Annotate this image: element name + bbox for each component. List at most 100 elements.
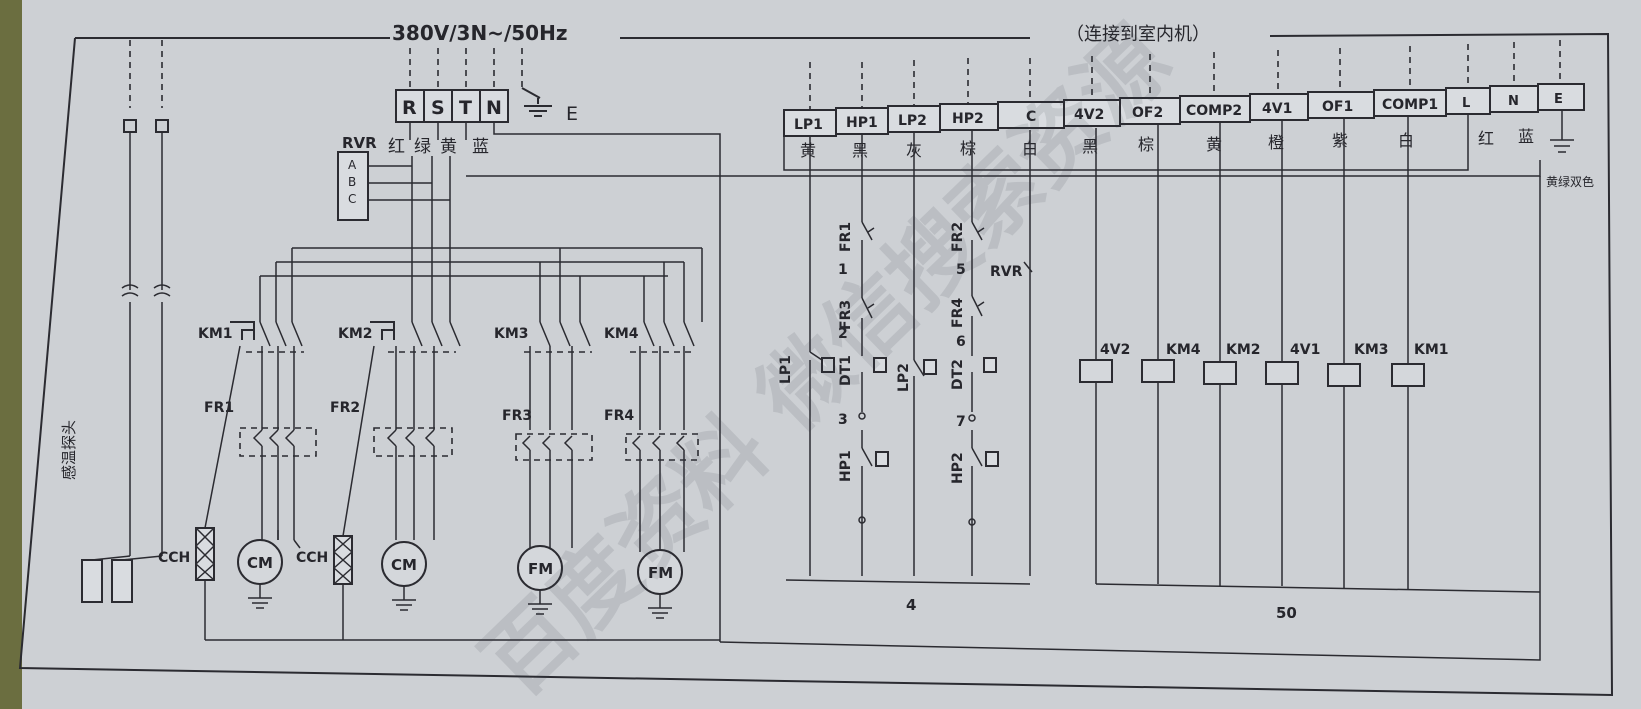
color-blue: 蓝 [472,137,489,157]
fr1-trip-label: FR1 [838,222,854,252]
bus-b [275,261,684,322]
svg-text:黑: 黑 [852,141,868,160]
svg-text:2: 2 [838,326,848,342]
km1-group: KM1 FR1 [198,321,317,549]
dt2-label: DT2 [950,359,966,390]
svg-text:C: C [348,192,356,206]
cch-heaters: CCH CCH [158,345,375,640]
sensor-break-icon [121,284,171,297]
hp1-label: HP1 [838,450,854,482]
outer-frame [18,32,1614,697]
coil-row: 4V2 KM4 KM2 4V1 KM3 KM1 50 [1079,116,1541,622]
terminal-comp2 [1179,95,1251,123]
svg-text:B: B [348,175,356,189]
svg-text:棕: 棕 [1138,135,1154,154]
svg-text:E: E [1554,92,1563,107]
svg-text:CM: CM [247,554,273,572]
svg-text:7: 7 [956,414,966,430]
lp2-label: LP2 [896,363,912,392]
terminal-of1 [1307,91,1375,119]
svg-text:橙: 橙 [1268,133,1284,152]
phase-t: T [459,97,472,119]
ground-icon [392,586,416,611]
svg-text:5: 5 [956,262,966,278]
coil-km2 [1203,361,1237,385]
km4-contacts [643,321,695,347]
sensor-label: 感温探头 [60,420,78,480]
wire-color-labels: 黄 黑 灰 棕 白 黑 棕 黄 橙 紫 白 红 蓝 黄绿双色 [800,127,1594,189]
svg-text:FM: FM [528,560,553,578]
svg-text:1: 1 [838,262,848,278]
bottom-bus [205,638,720,641]
svg-text:KM3: KM3 [1354,342,1389,358]
km3-group: KM3 FR3 [494,321,593,548]
ground-icon [528,590,552,615]
svg-text:A: A [348,158,357,172]
coil-km3 [1327,363,1361,387]
svg-text:黑: 黑 [1082,137,1098,156]
fr2-label: FR2 [330,400,360,416]
sensor-probe-2 [111,559,133,603]
svg-text:COMP2: COMP2 [1186,103,1242,119]
svg-text:KM2: KM2 [1226,342,1261,358]
lp1-label: LP1 [778,355,794,384]
svg-text:黄: 黄 [1206,135,1222,154]
svg-text:OF2: OF2 [1132,105,1163,121]
return-to-indoor [719,176,1541,661]
svg-text:HP2: HP2 [952,111,984,127]
svg-text:4V1: 4V1 [1290,342,1320,358]
km4-label: KM4 [604,326,639,342]
km1-label: KM1 [198,326,233,342]
bus-a [291,247,702,322]
cch1-label: CCH [158,550,190,566]
indoor-terminal-strip: LP1 HP1 LP2 HP2 C 4V2 OF2 COMP2 4V1 OF1 … [783,83,1585,137]
color-yellow: 黄 [440,137,457,157]
terminal-comp1 [1373,89,1447,117]
ground-icon [648,594,672,619]
rvr-label: RVR [342,134,377,152]
svg-text:COMP1: COMP1 [1382,97,1438,113]
coil-4v1 [1265,361,1299,385]
svg-text:FM: FM [648,564,673,582]
indoor-dashed-links [809,40,1561,110]
svg-text:黄: 黄 [800,141,816,160]
ground-icon [248,584,272,609]
neutral-wire [493,122,721,642]
coil-km1 [1391,363,1425,387]
svg-text:OF1: OF1 [1322,99,1353,115]
bus-4 [785,579,1031,585]
fr1-box [239,427,317,457]
indoor-cable-box [783,114,1469,171]
terminal-hp2 [939,103,999,131]
earth-label: E [566,103,578,125]
svg-text:N: N [1508,94,1519,109]
fr3-trip-label: FR3 [838,300,854,330]
bus-c [259,275,668,322]
svg-text:黄绿双色: 黄绿双色 [1546,174,1594,189]
fr3-box [515,433,593,461]
binding-edge [0,0,22,709]
km3-contacts [539,321,591,347]
rvr-box [337,151,369,221]
svg-text:蓝: 蓝 [1518,127,1534,146]
svg-text:KM1: KM1 [1414,342,1449,358]
indoor-title: （连接到室内机） [1066,24,1210,45]
indoor-earth-icon [1550,110,1574,153]
svg-text:L: L [1462,96,1470,111]
km3-label: KM3 [494,326,529,342]
rvr-contact-label: RVR [990,264,1023,280]
svg-text:LP2: LP2 [898,113,927,129]
svg-text:6: 6 [956,334,966,350]
km2-group: KM2 FR2 [330,321,461,540]
fr3-label: FR3 [502,408,532,424]
phase-r: R [402,97,417,119]
bus-50 [1095,583,1541,593]
dt1-label: DT1 [838,355,854,386]
svg-text:紫: 紫 [1332,131,1348,150]
sensor-plugs [123,119,169,133]
coil-km4 [1141,359,1175,383]
supply-terminals: R S T N [395,89,509,123]
terminal-4v2 [1063,99,1121,127]
km2-contacts [411,321,461,347]
